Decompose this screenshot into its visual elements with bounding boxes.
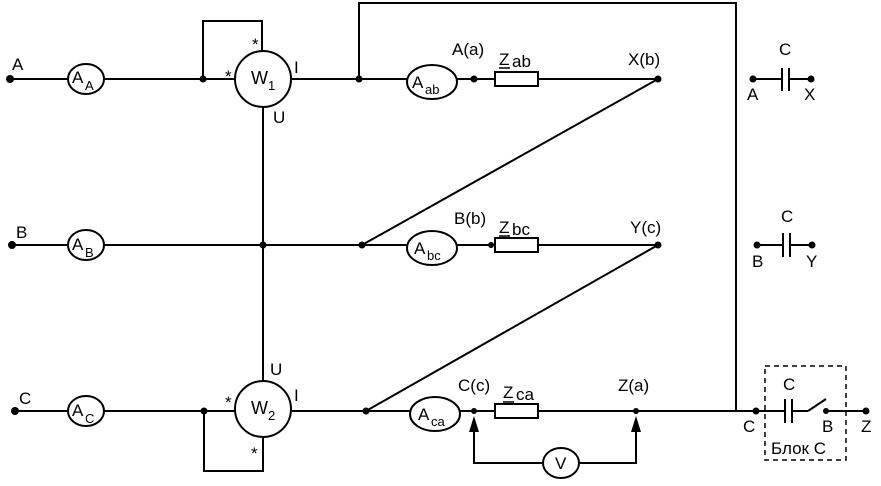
- svg-text:B: B: [85, 245, 94, 260]
- svg-text:C: C: [783, 375, 795, 394]
- capacitor-c2: C B Y: [752, 207, 817, 271]
- svg-text:A: A: [72, 235, 84, 254]
- svg-text:ab: ab: [425, 82, 439, 97]
- node-dot: [362, 407, 370, 415]
- svg-text:ca: ca: [516, 385, 535, 404]
- svg-text:A: A: [72, 68, 84, 87]
- svg-text:I: I: [294, 58, 299, 77]
- ammeter-abc: A bc: [406, 230, 458, 266]
- svg-text:*: *: [225, 393, 232, 412]
- node-dot: [355, 75, 363, 83]
- node-z-a-dot: [633, 408, 639, 414]
- svg-text:Z: Z: [503, 383, 513, 402]
- diagonal-xb-to-b: [361, 78, 659, 246]
- impedance-zbc: Z bc: [494, 218, 539, 253]
- svg-text:U: U: [270, 360, 282, 379]
- svg-text:A: A: [72, 401, 84, 420]
- terminal-a-dot: [6, 75, 14, 83]
- node-c-c-label: C(c): [458, 376, 490, 395]
- svg-text:A: A: [747, 85, 759, 104]
- node-z-a-label: Z(a): [618, 376, 649, 395]
- svg-text:A: A: [85, 78, 94, 93]
- node-x-b-label: X(b): [628, 50, 660, 69]
- terminal-c-dot: [11, 407, 19, 415]
- svg-text:Z: Z: [499, 50, 509, 69]
- w2-current-loop: [203, 411, 264, 472]
- svg-text:B: B: [752, 252, 763, 271]
- svg-text:ab: ab: [512, 52, 531, 71]
- svg-text:C: C: [85, 411, 94, 426]
- ammeter-aca: A ca: [409, 396, 461, 432]
- ammeter-ab-line: A B: [67, 229, 105, 261]
- svg-text:Z: Z: [499, 218, 509, 237]
- svg-text:A: A: [412, 73, 424, 92]
- outer-return-wire: [358, 2, 737, 411]
- svg-text:B: B: [822, 417, 833, 436]
- svg-text:2: 2: [268, 408, 275, 423]
- svg-text:*: *: [252, 35, 259, 54]
- svg-text:A: A: [414, 239, 426, 258]
- svg-text:Y: Y: [806, 252, 817, 271]
- w1-current-loop: [202, 20, 263, 79]
- svg-text:X: X: [804, 85, 815, 104]
- ammeter-aa: A A: [67, 63, 105, 95]
- node-dot: [358, 241, 366, 249]
- capacitor-block-c: C C B Z Блок C: [743, 365, 871, 461]
- svg-text:A: A: [418, 405, 430, 424]
- wattmeter-w2: W 2 I U * *: [225, 360, 299, 463]
- svg-text:*: *: [251, 444, 258, 463]
- diagonal-yc-to-c: [365, 244, 659, 412]
- node-y-c-label: Y(c): [630, 218, 661, 237]
- node-c-c-dot: [471, 408, 477, 414]
- ammeter-ac-line: A C: [67, 395, 105, 427]
- node-b-b-label: B(b): [454, 209, 486, 228]
- voltmeter-circuit: V: [469, 416, 641, 479]
- terminal-b-dot: [8, 241, 16, 249]
- svg-text:ca: ca: [431, 414, 446, 429]
- terminal-b-label: B: [16, 223, 27, 242]
- svg-text:I: I: [294, 386, 299, 405]
- svg-text:C: C: [781, 207, 793, 226]
- node-a-a-label: A(a): [452, 40, 484, 59]
- svg-text:V: V: [555, 454, 567, 473]
- svg-text:Z: Z: [861, 417, 871, 436]
- node-dot: [199, 75, 207, 83]
- wattmeter-w1: W 1 I U * *: [225, 35, 299, 127]
- svg-text:C: C: [743, 417, 755, 436]
- terminal-a-label: A: [12, 55, 24, 74]
- ammeter-aab: A ab: [406, 64, 458, 100]
- svg-text:Блок C: Блок C: [771, 439, 826, 458]
- impedance-zab: Z ab: [494, 50, 539, 87]
- svg-text:1: 1: [268, 78, 275, 93]
- capacitor-c1: C A X: [747, 40, 815, 104]
- svg-text:*: *: [225, 67, 232, 86]
- impedance-zca: Z ca: [494, 383, 539, 419]
- svg-text:bc: bc: [427, 248, 441, 263]
- node-b-b-dot: [488, 242, 494, 248]
- svg-text:W: W: [251, 398, 268, 418]
- node-dot: [200, 407, 208, 415]
- terminal-c-label: C: [19, 389, 31, 408]
- svg-text:U: U: [273, 108, 285, 127]
- svg-text:W: W: [251, 68, 268, 88]
- node-a-a-dot: [470, 75, 478, 83]
- svg-text:bc: bc: [512, 220, 530, 239]
- svg-text:C: C: [779, 40, 791, 59]
